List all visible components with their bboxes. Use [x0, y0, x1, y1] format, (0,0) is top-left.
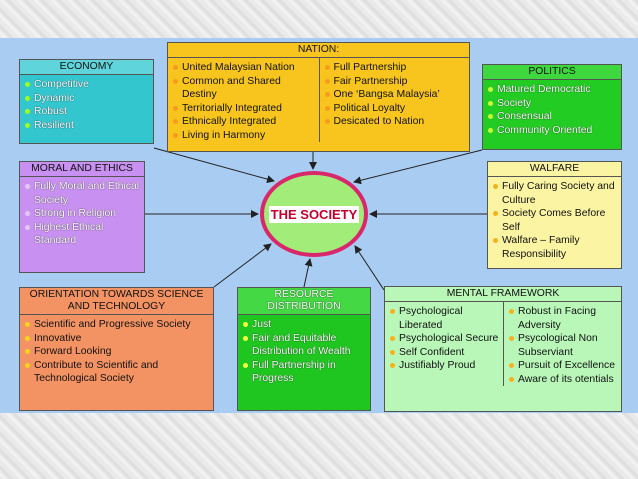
arrow-economy [153, 147, 275, 184]
science-technology-title: ORIENTATION TOWARDS SCIENCE AND TECHNOLO… [20, 288, 213, 315]
list-item: Just [243, 318, 366, 332]
list-item: Desicated to Nation [324, 115, 466, 129]
list-item: Living in Harmony [173, 129, 315, 143]
list-item: Highest Ethical Standard [25, 221, 140, 248]
list-item: Competitive [25, 78, 149, 92]
resource-distribution-box: RESOURCE DISTRIBUTION Just Fair and Equi… [237, 287, 371, 411]
list-item: One ‘Bangsa Malaysia’ [324, 88, 466, 102]
arrow-mental [354, 245, 385, 291]
list-item: Resilient [25, 119, 149, 133]
list-item: Innovative [25, 332, 209, 346]
economy-box: ECONOMY Competitive Dynamic Robust Resil… [19, 59, 154, 144]
nation-box: NATION: United Malaysian Nation Common a… [167, 42, 470, 152]
list-item: Society Comes Before Self [493, 207, 617, 234]
economy-list: Competitive Dynamic Robust Resilient [20, 75, 153, 132]
list-item: Society [488, 97, 617, 111]
list-item: Psycological Non Subserviant [509, 332, 617, 359]
nation-right-column: Full Partnership Fair Partnership One ‘B… [318, 58, 470, 142]
list-item: Fair and Equitable Distribution of Wealt… [243, 332, 366, 359]
list-item: Psychological Secure [390, 332, 499, 346]
mental-left-column: Psychological Liberated Psychological Se… [385, 302, 503, 386]
list-item: Political Loyalty [324, 102, 466, 116]
nation-title: NATION: [168, 43, 469, 58]
list-item: Scientific and Progressive Society [25, 318, 209, 332]
list-item: Aware of its otentials [509, 373, 617, 387]
resource-distribution-title: RESOURCE DISTRIBUTION [238, 288, 370, 315]
mental-framework-title: MENTAL FRAMEWORK [385, 287, 621, 302]
society-ellipse: THE SOCIETY [260, 171, 368, 257]
list-item: Matured Democratic [488, 83, 617, 97]
list-item: Walfare – Family Responsibility [493, 234, 617, 261]
list-item: Contribute to Scientific and Technologic… [25, 359, 209, 386]
politics-box: POLITICS Matured Democratic Society Cons… [482, 64, 622, 150]
list-item: United Malaysian Nation [173, 61, 315, 75]
list-item: Territorially Integrated [173, 102, 315, 116]
list-item: Robust [25, 105, 149, 119]
list-item: Dynamic [25, 92, 149, 106]
mental-framework-box: MENTAL FRAMEWORK Psychological Liberated… [384, 286, 622, 412]
moral-ethics-title: MORAL AND ETHICS [20, 162, 144, 177]
list-item: Fully Moral and Ethical Society [25, 180, 140, 207]
walfare-box: WALFARE Fully Caring Society and Culture… [487, 161, 622, 269]
politics-title: POLITICS [483, 65, 621, 80]
list-item: Self Confident [390, 346, 499, 360]
arrow-resource [303, 258, 313, 288]
list-item: Forward Looking [25, 345, 209, 359]
list-item: Pursuit of Excellence [509, 359, 617, 373]
moral-ethics-box: MORAL AND ETHICS Fully Moral and Ethical… [19, 161, 145, 273]
list-item: Full Partnership in Progress [243, 359, 366, 386]
list-item: Consensual [488, 110, 617, 124]
arrow-science [213, 243, 272, 288]
list-item: Justifiably Proud [390, 359, 499, 373]
science-technology-box: ORIENTATION TOWARDS SCIENCE AND TECHNOLO… [19, 287, 214, 411]
walfare-title: WALFARE [488, 162, 621, 177]
list-item: Fully Caring Society and Culture [493, 180, 617, 207]
list-item: Ethnically Integrated [173, 115, 315, 129]
society-label: THE SOCIETY [268, 205, 360, 223]
list-item: Psychological Liberated [390, 305, 499, 332]
list-item: Robust in Facing Adversity [509, 305, 617, 332]
list-item: Fair Partnership [324, 75, 466, 89]
list-item: Strong in Religion [25, 207, 140, 221]
list-item: Full Partnership [324, 61, 466, 75]
economy-title: ECONOMY [20, 60, 153, 75]
arrow-politics [353, 149, 483, 185]
mental-right-column: Robust in Facing Adversity Psycological … [503, 302, 621, 386]
list-item: Community Oriented [488, 124, 617, 138]
nation-left-column: United Malaysian Nation Common and Share… [168, 58, 319, 142]
list-item: Common and Shared Destiny [173, 75, 315, 102]
